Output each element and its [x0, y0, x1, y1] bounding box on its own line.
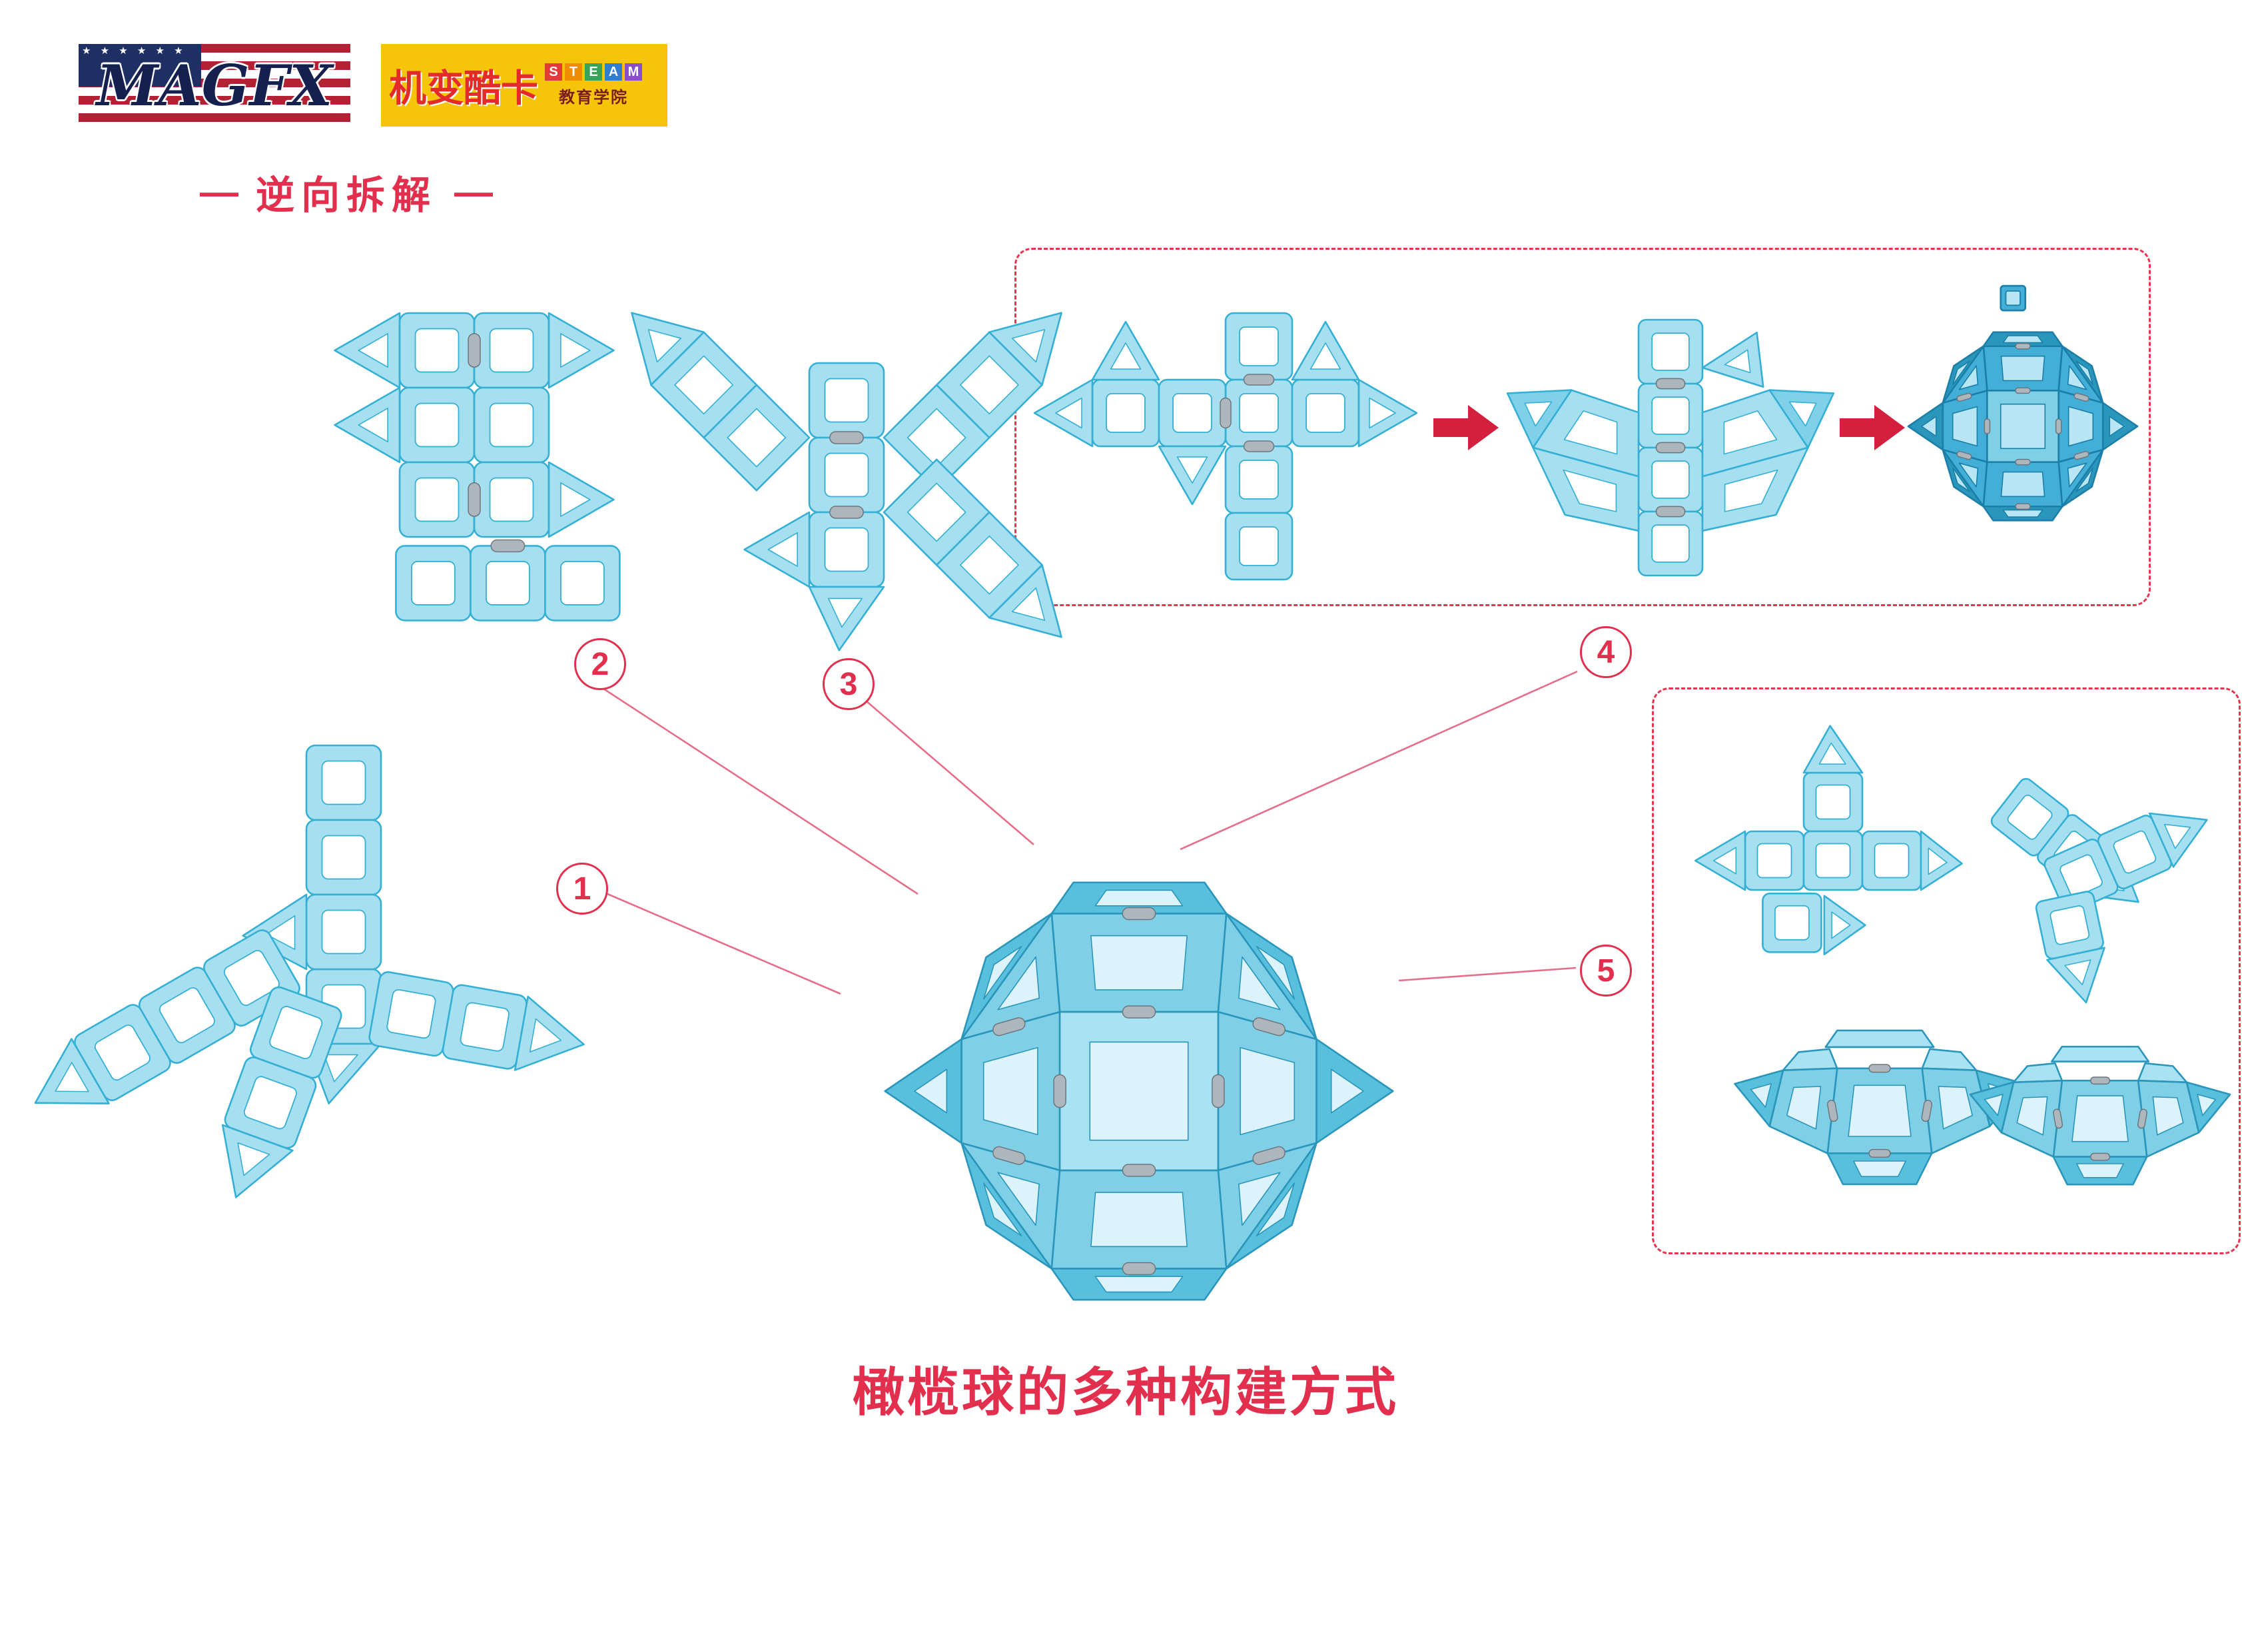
section-title-text: 逆向拆解 [256, 174, 438, 217]
step-badge-4: 4 [1580, 626, 1632, 678]
fold-arrow-2 [1840, 405, 1905, 450]
magfx-logo: ★ ★ ★ ★ ★ ★ MAGFX [79, 44, 350, 127]
olive-ball [884, 881, 1394, 1301]
fold-step-2-partial [1506, 318, 1835, 577]
half-shells-box [1652, 687, 2241, 1254]
flag-stars: ★ ★ ★ ★ ★ ★ [79, 44, 201, 87]
steam-letter: T [565, 63, 582, 81]
section-title: — 逆向拆解 — [200, 164, 493, 220]
brand-text: MAGFX [96, 52, 333, 119]
fold-step-3-ball [1907, 284, 2139, 522]
coolcard-name: 机变酷卡 [389, 67, 538, 109]
dash-left: — [200, 170, 238, 214]
steam-letter: M [625, 63, 642, 81]
caption: 橄榄球的多种构建方式 [852, 1363, 1399, 1422]
fold-arrow-1 [1433, 405, 1499, 450]
shell-net-cross [1694, 725, 1963, 956]
edu-label: 教育学院 [559, 89, 628, 107]
step-badge-1: 1 [556, 863, 608, 915]
step-badge-5: 5 [1580, 945, 1632, 997]
net-1 [34, 744, 585, 1198]
steam-letter: S [545, 63, 562, 81]
fold-sequence-box [1014, 248, 2151, 606]
step-badge-3: 3 [823, 658, 875, 710]
half-shell-right [1969, 1045, 2231, 1186]
fold-step-1-net [1033, 312, 1418, 581]
dash-right: — [454, 170, 494, 214]
net-3 [631, 312, 1062, 651]
shell-net-chains [1990, 777, 2208, 1004]
steam-letter: A [605, 63, 622, 81]
step-badge-2: 2 [574, 638, 626, 690]
connector-lines [599, 670, 1578, 995]
steam-letter: E [585, 63, 602, 81]
net-2 [334, 312, 621, 621]
